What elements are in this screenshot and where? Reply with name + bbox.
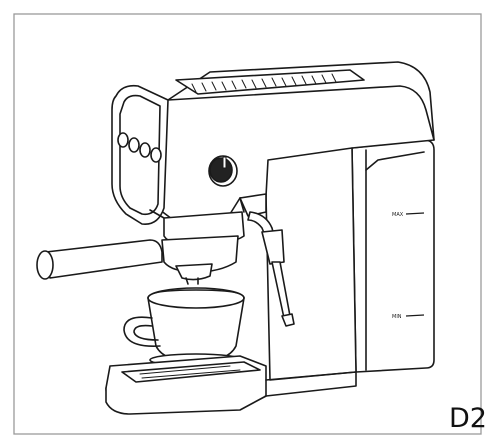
control-panel [111, 84, 169, 225]
control-panel-bezel [119, 94, 161, 216]
water-level-marks: MAX MIN [392, 212, 425, 320]
steam-knob-icon[interactable] [208, 155, 238, 187]
body-top-edge [167, 85, 435, 141]
portafilter-handle[interactable] [45, 239, 163, 279]
portafilter-handle-cap [36, 250, 54, 280]
portafilter-spout-tips [185, 277, 199, 285]
espresso-machine [36, 61, 435, 415]
drip-tray-grate [121, 361, 261, 383]
single-cup-button-icon[interactable] [128, 137, 140, 153]
water-tank [351, 139, 435, 373]
base-plinth [105, 387, 267, 415]
body-side-panel [265, 147, 353, 197]
coffee-cup-handle [123, 316, 161, 347]
drip-tray-slots [139, 365, 241, 379]
coffee-cup-rim [147, 287, 245, 309]
top-vent-slats [191, 73, 337, 93]
portafilter-spout [175, 263, 213, 281]
coffee-cup [147, 289, 245, 363]
figure-label: D2 [449, 403, 487, 434]
steam-button-icon[interactable] [150, 147, 162, 163]
max-mark-line [405, 212, 425, 215]
machine-base [265, 371, 357, 397]
water-tank-top-notch [365, 151, 425, 171]
steam-wand-tip [281, 313, 295, 327]
button-row [117, 132, 162, 163]
min-mark-line [405, 314, 425, 317]
figure-border [13, 13, 482, 435]
power-button-icon[interactable] [117, 132, 129, 148]
max-mark-label: MAX [392, 212, 404, 218]
steam-wand-pivot [239, 193, 267, 217]
min-mark-label: MIN [392, 314, 402, 320]
double-cup-button-icon[interactable] [139, 142, 151, 158]
top-vent [175, 69, 365, 95]
steam-wand-collar [261, 229, 285, 265]
